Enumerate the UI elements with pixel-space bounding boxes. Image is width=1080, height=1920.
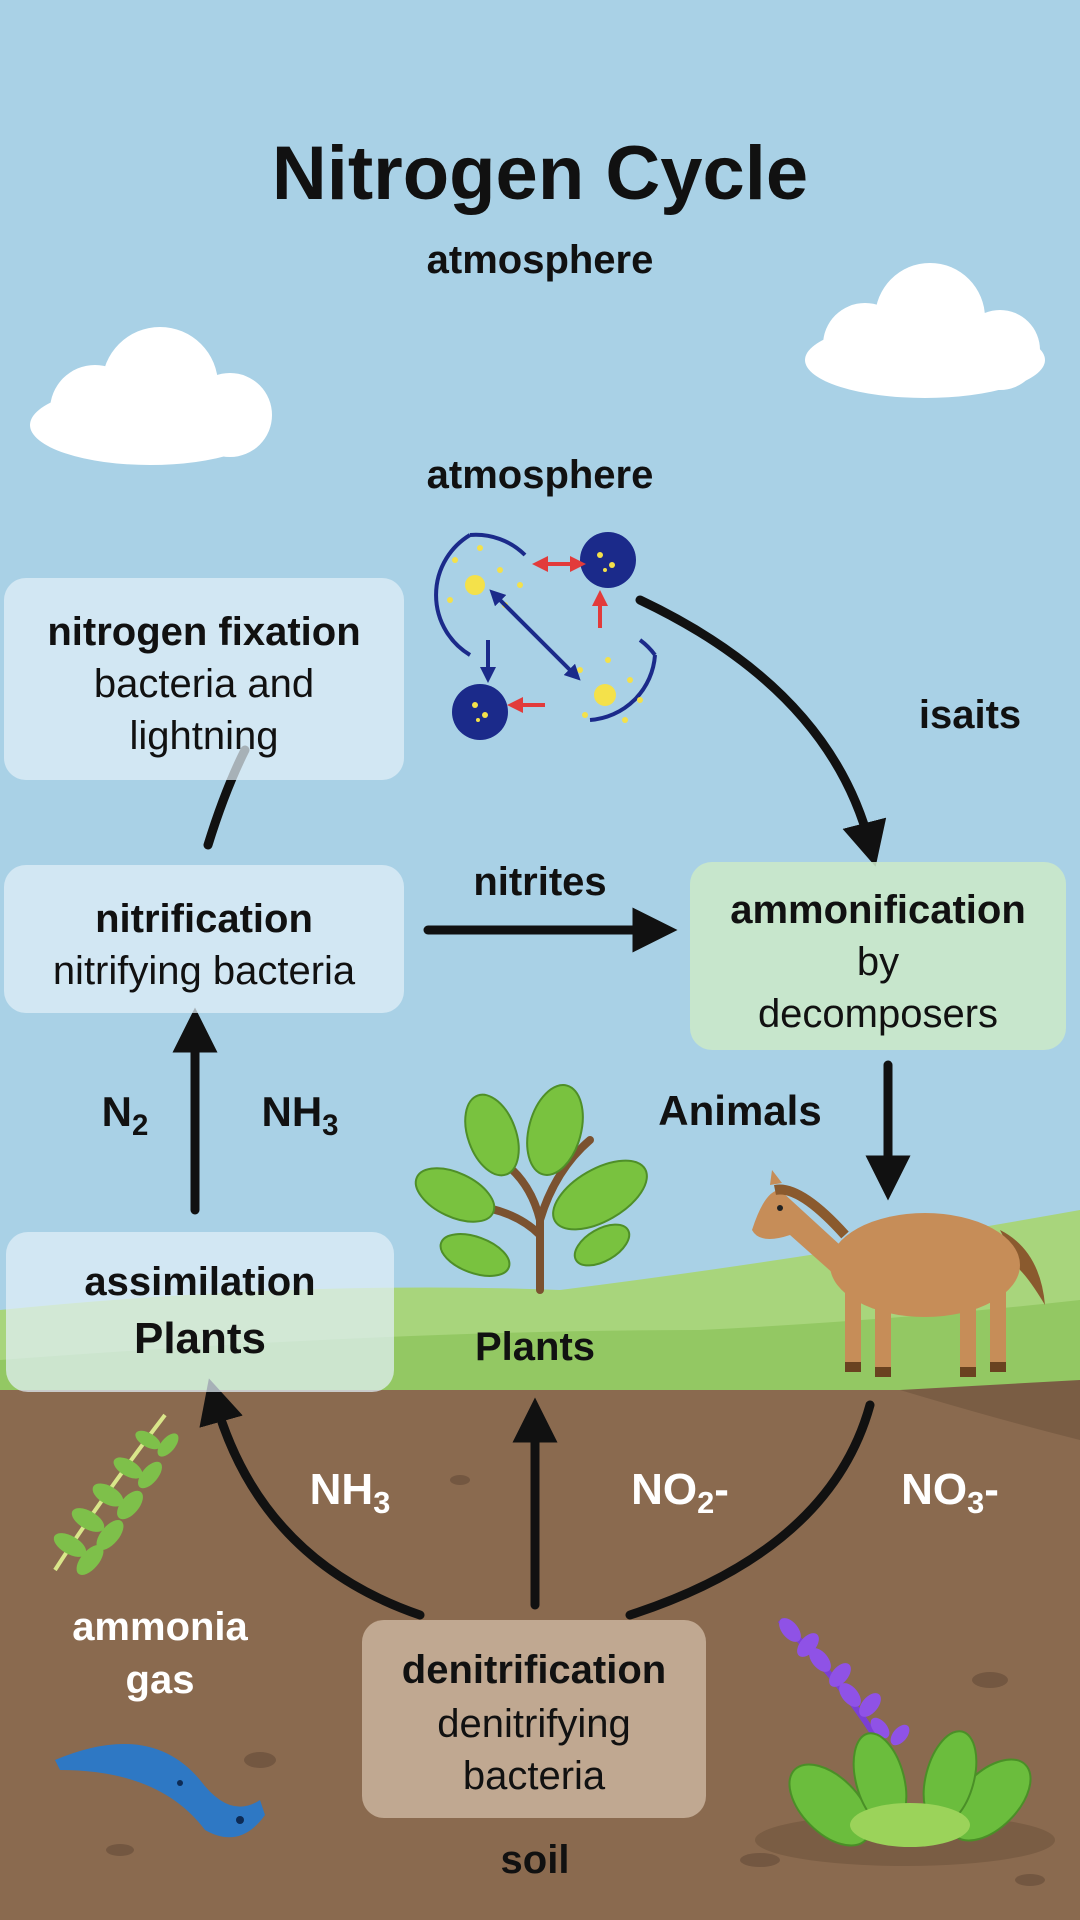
denitrification-title: denitrification bbox=[401, 1648, 667, 1692]
worm-icon bbox=[55, 1744, 265, 1838]
no2-sub: 2 bbox=[697, 1485, 715, 1521]
nh3-label: NH3 bbox=[240, 1088, 360, 1142]
fixation-line1: bacteria and bbox=[93, 662, 315, 706]
nh3-soil-base: NH bbox=[309, 1465, 374, 1514]
ammonification-line1: by bbox=[856, 940, 900, 984]
atmosphere-label: atmosphere bbox=[426, 453, 654, 497]
denitrification-box: denitrification denitrifying bacteria bbox=[362, 1620, 706, 1818]
no2-base: NO bbox=[631, 1465, 698, 1514]
assimilation-title: assimilation bbox=[84, 1260, 316, 1304]
ammonia-gas-label-2: gas bbox=[125, 1658, 195, 1702]
denitrification-line2: bacteria bbox=[462, 1754, 606, 1798]
ammonification-box: ammonification by decomposers bbox=[690, 862, 1066, 1050]
nh3-soil-label: NH3 bbox=[290, 1465, 410, 1520]
horse-icon bbox=[752, 1170, 1045, 1377]
denitrification-line1: denitrifying bbox=[437, 1702, 631, 1746]
no2-suffix: - bbox=[714, 1465, 729, 1514]
soil-label: soil bbox=[500, 1838, 570, 1882]
animals-label: Animals bbox=[658, 1087, 822, 1134]
subtitle: atmosphere bbox=[426, 238, 654, 282]
plant-icon bbox=[414, 1084, 648, 1294]
nh3-soil-sub: 3 bbox=[373, 1485, 391, 1521]
no2-label: NO2- bbox=[610, 1465, 750, 1520]
nitrification-box: nitrification nitrifying bacteria bbox=[4, 865, 404, 1013]
fixation-line2: lightning bbox=[129, 714, 279, 758]
ammonification-title: ammonification bbox=[730, 888, 1026, 932]
nitrogen-fixation-box: nitrogen fixation bacteria and lightning bbox=[4, 578, 404, 780]
lavender-icon bbox=[777, 1617, 1032, 1847]
fern-icon bbox=[53, 1413, 179, 1575]
nh3-base: NH bbox=[261, 1088, 323, 1135]
no3-suffix: - bbox=[984, 1465, 999, 1514]
ammonia-gas-label-1: ammonia bbox=[72, 1605, 248, 1649]
assimilation-line1: Plants bbox=[133, 1314, 267, 1363]
ammonification-line2: decomposers bbox=[757, 992, 999, 1036]
n2-base: N bbox=[101, 1088, 132, 1135]
nitrification-line1: nitrifying bacteria bbox=[52, 949, 356, 993]
assimilation-box: assimilation Plants bbox=[6, 1232, 394, 1392]
molecule-icon bbox=[434, 532, 657, 740]
nitrification-title: nitrification bbox=[95, 897, 313, 941]
n2-sub: 2 bbox=[131, 1108, 149, 1142]
cloud-icon bbox=[805, 263, 1045, 398]
no3-label: NO3- bbox=[880, 1465, 1020, 1520]
n2-label: N2 bbox=[80, 1088, 170, 1142]
page-title: Nitrogen Cycle bbox=[271, 131, 809, 216]
fixation-title: nitrogen fixation bbox=[47, 610, 361, 654]
plants-label: Plants bbox=[474, 1325, 596, 1369]
nitrites-label: nitrites bbox=[473, 860, 607, 904]
nh3-sub: 3 bbox=[322, 1108, 339, 1142]
cloud-icon bbox=[30, 327, 272, 465]
no3-base: NO bbox=[901, 1465, 968, 1514]
no3-sub: 3 bbox=[967, 1485, 985, 1521]
isaits-label: isaits bbox=[918, 693, 1022, 737]
cycle-arrows bbox=[172, 595, 911, 1620]
